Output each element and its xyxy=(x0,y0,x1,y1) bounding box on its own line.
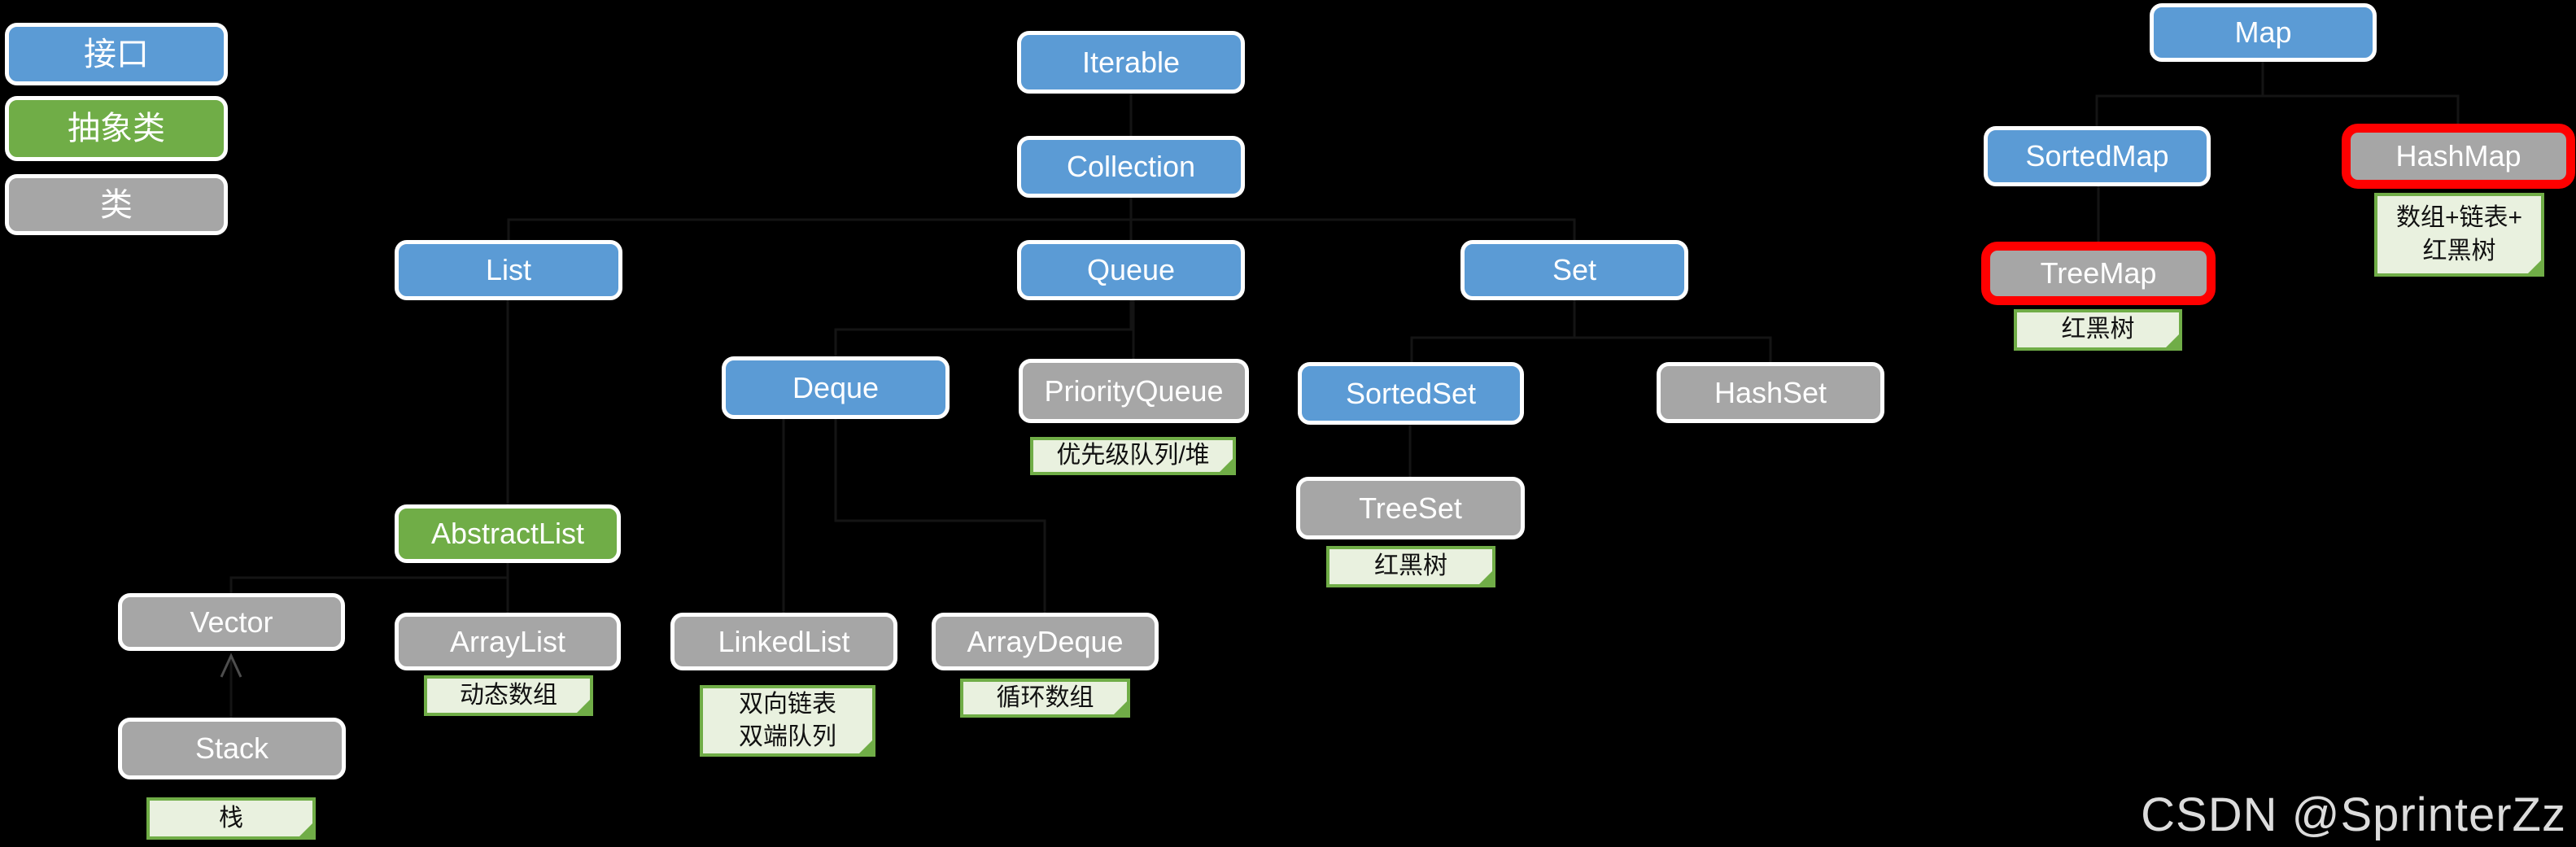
note-fold-corner xyxy=(1218,457,1234,474)
note: 优先级队列/堆 xyxy=(1030,437,1236,475)
node-stack: Stack xyxy=(118,718,346,779)
note-fold-corner xyxy=(858,739,874,755)
note: 数组+链表+ 红黑树 xyxy=(2374,193,2544,277)
note: 红黑树 xyxy=(1326,546,1495,587)
node-sortedset: SortedSet xyxy=(1298,362,1524,425)
node-set: Set xyxy=(1460,240,1688,300)
note-text: 双向链表 双端队列 xyxy=(739,690,836,751)
note-fold-corner xyxy=(1112,700,1129,716)
node-deque: Deque xyxy=(722,356,950,419)
note-fold-corner xyxy=(2164,333,2181,349)
node-iterable: Iterable xyxy=(1017,31,1245,94)
note: 循环数组 xyxy=(960,679,1130,718)
note-text: 动态数组 xyxy=(460,681,557,709)
legend-item-class: 类 xyxy=(5,174,228,235)
note-text: 红黑树 xyxy=(2061,316,2135,343)
node-arraydeque: ArrayDeque xyxy=(932,613,1159,670)
note-text: 循环数组 xyxy=(996,683,1094,711)
note-fold-corner xyxy=(575,698,592,714)
node-queue: Queue xyxy=(1017,240,1245,300)
node-list: List xyxy=(395,240,622,300)
node-priorityqueue: PriorityQueue xyxy=(1019,359,1249,423)
note-fold-corner xyxy=(298,822,314,838)
note-text: 优先级队列/堆 xyxy=(1056,442,1210,469)
node-abstractlist: AbstractList xyxy=(395,504,621,563)
node-sortedmap: SortedMap xyxy=(1984,126,2211,186)
note-text: 红黑树 xyxy=(1374,552,1447,580)
legend-item-abstract: 抽象类 xyxy=(5,96,228,161)
node-map: Map xyxy=(2150,3,2377,62)
legend-item-interface: 接口 xyxy=(5,23,228,85)
note: 双向链表 双端队列 xyxy=(700,685,875,757)
watermark-text: CSDN @SprinterZz xyxy=(2141,788,2566,841)
inheritance-arrowhead xyxy=(220,653,242,678)
node-hashset: HashSet xyxy=(1657,362,1884,423)
node-vector: Vector xyxy=(118,593,345,651)
note: 红黑树 xyxy=(2014,309,2182,351)
note-text: 数组+链表+ 红黑树 xyxy=(2395,204,2523,264)
node-arraylist: ArrayList xyxy=(395,613,621,670)
note-text: 栈 xyxy=(219,804,243,832)
note-fold-corner xyxy=(2526,259,2543,275)
node-linkedlist: LinkedList xyxy=(670,613,897,670)
note-fold-corner xyxy=(1478,570,1494,586)
node-treeset: TreeSet xyxy=(1296,477,1525,539)
node-hashmap: HashMap xyxy=(2342,124,2575,189)
note: 栈 xyxy=(146,797,316,840)
note: 动态数组 xyxy=(424,675,593,716)
node-collection: Collection xyxy=(1017,136,1245,198)
node-treemap: TreeMap xyxy=(1981,242,2216,305)
